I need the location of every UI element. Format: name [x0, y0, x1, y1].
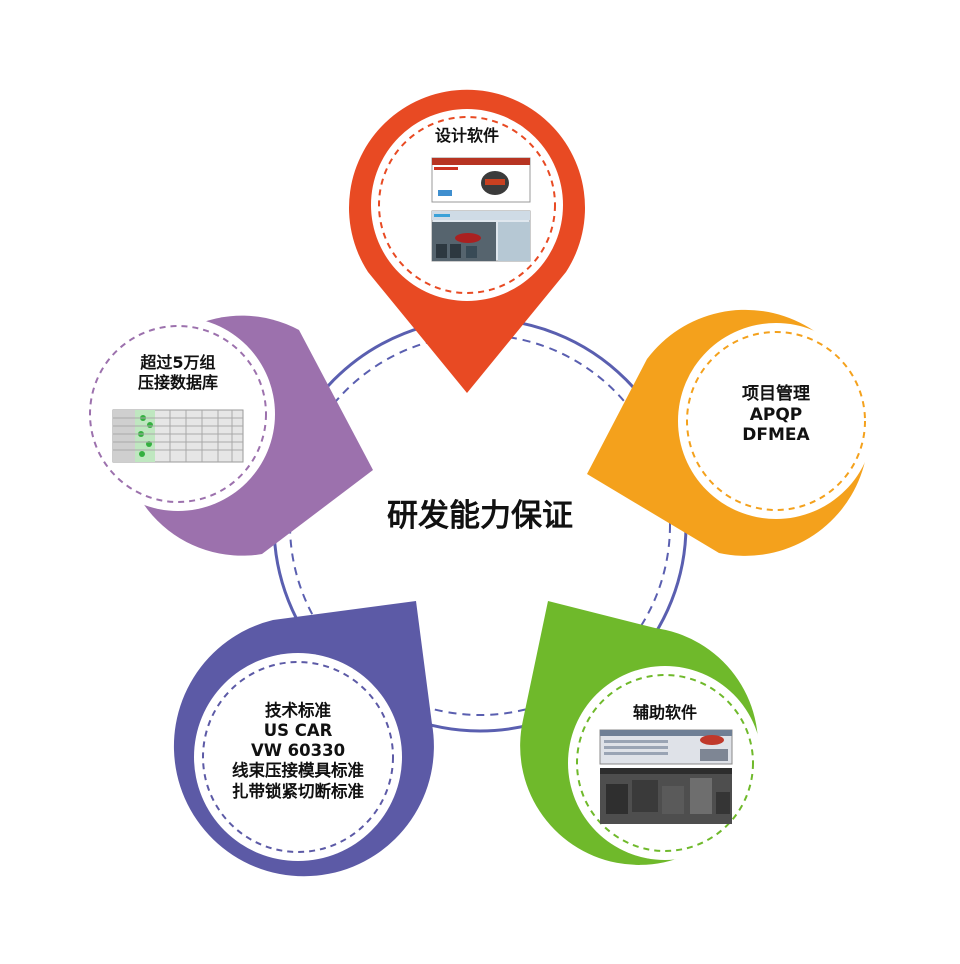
- crimp-database-label: 超过5万组 压接数据库: [88, 353, 268, 392]
- design-software-label: 设计软件: [377, 126, 557, 146]
- petal-auxiliary-software: [520, 601, 762, 865]
- center-title: 研发能力保证: [330, 490, 630, 535]
- standards-line-5: 扎带锁紧切断标准: [193, 782, 403, 802]
- standards-line-4: 线束压接模具标准: [193, 761, 403, 781]
- aux-line-1: 辅助软件: [575, 703, 755, 723]
- project-line-1: 项目管理: [686, 384, 866, 405]
- database-line-2: 压接数据库: [88, 373, 268, 393]
- project-line-2: APQP: [686, 405, 866, 426]
- project-line-3: DFMEA: [686, 425, 866, 446]
- technical-standards-label: 技术标准 US CAR VW 60330 线束压接模具标准 扎带锁紧切断标准: [193, 701, 403, 802]
- design-line-1: 设计软件: [377, 126, 557, 146]
- standards-line-3: VW 60330: [193, 741, 403, 761]
- spreadsheet-thumbnail-icon: [113, 410, 243, 462]
- project-management-label: 项目管理 APQP DFMEA: [686, 384, 866, 446]
- database-line-1: 超过5万组: [88, 353, 268, 373]
- app-screenshot-icon: [600, 730, 732, 824]
- auxiliary-software-label: 辅助软件: [575, 703, 755, 723]
- standards-line-1: 技术标准: [193, 701, 403, 721]
- standards-line-2: US CAR: [193, 721, 403, 741]
